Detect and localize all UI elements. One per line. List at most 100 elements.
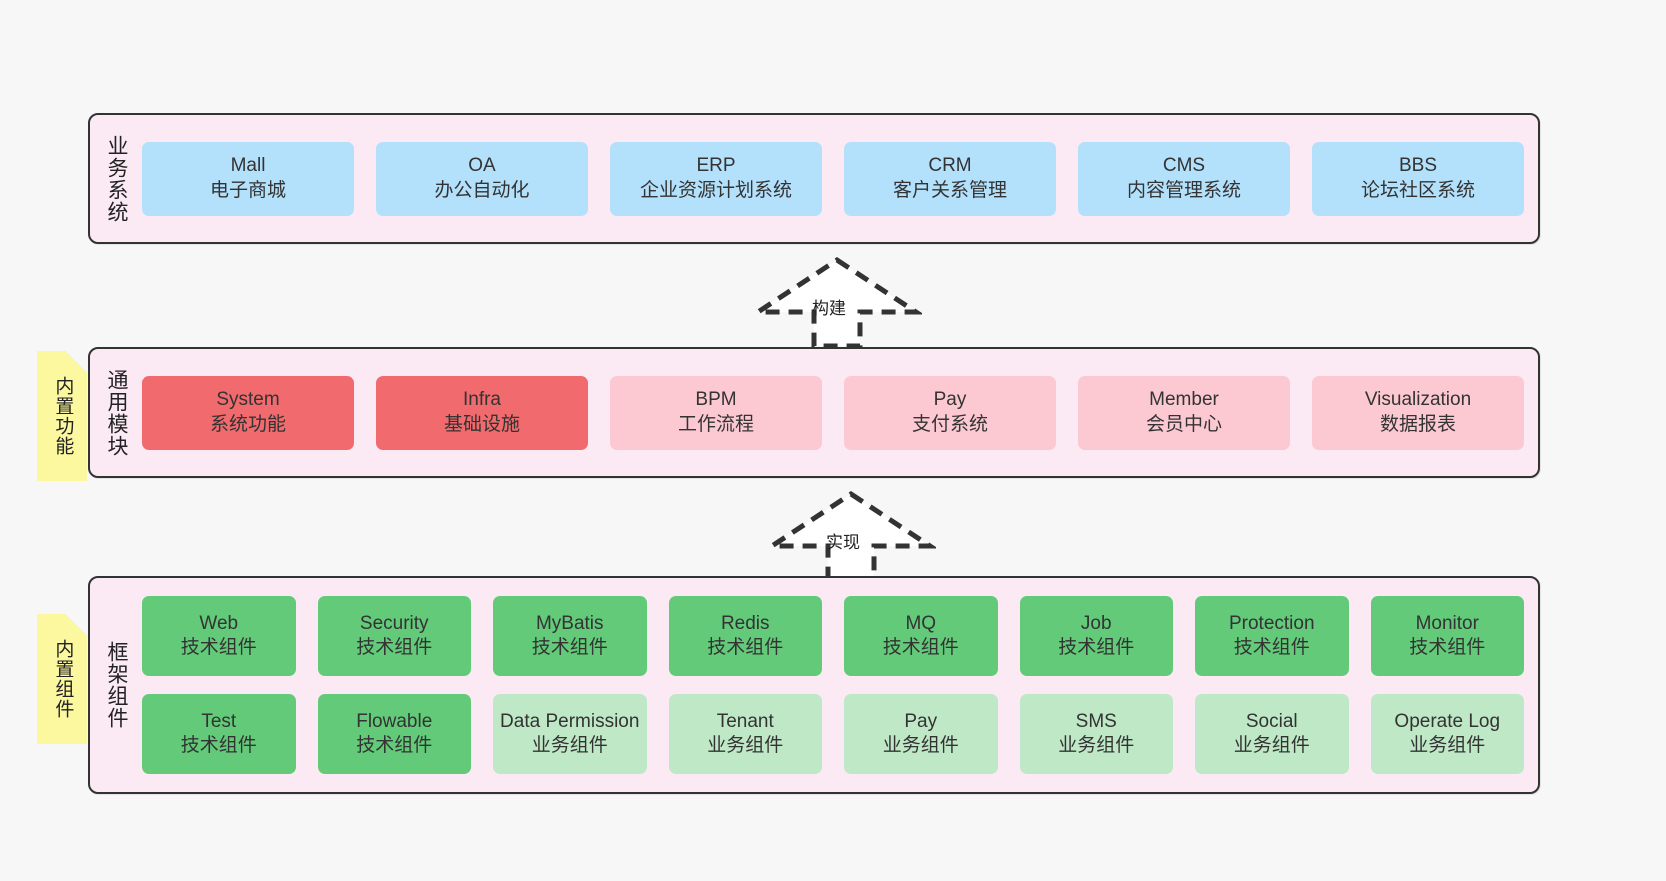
card-flowable-cn: 技术组件 (356, 735, 433, 756)
card-test-cn: 技术组件 (180, 735, 257, 756)
card-member-cn: 会员中心 (1145, 413, 1222, 435)
card-mall-cn: 电子商城 (209, 179, 286, 201)
card-sms-cn: 业务组件 (1058, 735, 1135, 756)
card-mq-cn: 技术组件 (882, 637, 959, 658)
card-tenant[interactable]: Tenant 业务组件 (668, 694, 822, 774)
layer-common-module-label: 通用模块 (104, 368, 128, 457)
card-infra-cn: 基础设施 (443, 413, 520, 435)
card-social-cn: 业务组件 (1233, 735, 1310, 756)
card-visualization[interactable]: Visualization 数据报表 (1312, 375, 1524, 450)
card-redis[interactable]: Redis 技术组件 (668, 596, 822, 676)
card-monitor[interactable]: Monitor 技术组件 (1370, 596, 1524, 676)
card-security-cn: 技术组件 (356, 637, 433, 658)
note-builtin-component: 内置组件 (37, 614, 87, 744)
card-crm-cn: 客户关系管理 (892, 179, 1007, 201)
card-member[interactable]: Member 会员中心 (1078, 375, 1290, 450)
card-system[interactable]: System 系统功能 (142, 375, 354, 450)
card-sms[interactable]: SMS 业务组件 (1019, 694, 1173, 774)
card-visualization-en: Visualization (1364, 389, 1472, 411)
card-erp-cn: 企业资源计划系统 (639, 179, 792, 201)
card-mq[interactable]: MQ 技术组件 (844, 596, 998, 676)
card-crm[interactable]: CRM 客户关系管理 (844, 141, 1056, 216)
card-test[interactable]: Test 技术组件 (142, 694, 296, 774)
framework-card-row-1: Web 技术组件 Security 技术组件 MyBatis 技术组件 Redi… (142, 596, 1524, 676)
card-oa-cn: 办公自动化 (434, 179, 530, 201)
card-pay-component-cn: 业务组件 (882, 735, 959, 756)
card-erp[interactable]: ERP 企业资源计划系统 (610, 141, 822, 216)
layer-framework-component-label: 框架组件 (104, 641, 128, 729)
card-tenant-cn: 业务组件 (707, 735, 784, 756)
card-mybatis[interactable]: MyBatis 技术组件 (493, 596, 647, 676)
card-bpm[interactable]: BPM 工作流程 (610, 375, 822, 450)
card-protection[interactable]: Protection 技术组件 (1195, 596, 1349, 676)
card-cms-cn: 内容管理系统 (1126, 179, 1241, 201)
card-cms-en: CMS (1162, 155, 1206, 177)
card-social[interactable]: Social 业务组件 (1195, 694, 1349, 774)
note-builtin-component-label: 内置组件 (52, 639, 74, 719)
card-infra-en: Infra (462, 389, 502, 411)
card-monitor-cn: 技术组件 (1409, 637, 1486, 658)
card-mall[interactable]: Mall 电子商城 (142, 141, 354, 216)
connector-build: 构建 (749, 256, 925, 349)
card-web-cn: 技术组件 (180, 637, 257, 658)
card-web-en: Web (199, 612, 239, 634)
generalization-arrow-icon (763, 491, 939, 583)
card-sms-en: SMS (1075, 710, 1117, 732)
card-protection-cn: 技术组件 (1233, 637, 1310, 658)
card-redis-en: Redis (720, 612, 770, 634)
connector-build-label: 构建 (812, 299, 846, 318)
card-infra[interactable]: Infra 基础设施 (376, 375, 588, 450)
card-data-permission-cn: 业务组件 (531, 735, 608, 756)
card-mybatis-en: MyBatis (535, 612, 604, 634)
business-card-row: Mall 电子商城 OA 办公自动化 ERP 企业资源计划系统 CRM 客户关系… (142, 141, 1524, 216)
card-pay-component[interactable]: Pay 业务组件 (844, 694, 998, 774)
card-redis-cn: 技术组件 (707, 637, 784, 658)
card-erp-en: ERP (696, 155, 736, 177)
note-builtin-function: 内置功能 (37, 351, 87, 481)
note-builtin-function-label: 内置功能 (52, 376, 74, 456)
card-bpm-cn: 工作流程 (677, 413, 754, 435)
card-test-en: Test (201, 710, 237, 732)
card-job[interactable]: Job 技术组件 (1019, 596, 1173, 676)
card-job-cn: 技术组件 (1058, 637, 1135, 658)
card-mybatis-cn: 技术组件 (531, 637, 608, 658)
connector-implement-label: 实现 (826, 533, 860, 552)
card-bpm-en: BPM (695, 389, 737, 411)
layer-business-system: 业务系统 Mall 电子商城 OA 办公自动化 ERP 企业资源计划系统 CRM… (88, 113, 1540, 244)
card-web[interactable]: Web 技术组件 (142, 596, 296, 676)
layer-business-system-body: Mall 电子商城 OA 办公自动化 ERP 企业资源计划系统 CRM 客户关系… (142, 115, 1538, 242)
card-bbs-cn: 论坛社区系统 (1360, 179, 1475, 201)
layer-business-system-label: 业务系统 (104, 134, 128, 223)
card-cms[interactable]: CMS 内容管理系统 (1078, 141, 1290, 216)
generalization-arrow-icon (749, 257, 925, 349)
card-job-en: Job (1080, 612, 1112, 634)
card-mq-en: MQ (905, 612, 937, 634)
card-oa-en: OA (468, 155, 496, 177)
card-data-permission[interactable]: Data Permission 业务组件 (493, 694, 647, 774)
card-pay-module[interactable]: Pay 支付系统 (844, 375, 1056, 450)
card-security-en: Security (359, 612, 429, 634)
card-crm-en: CRM (928, 155, 972, 177)
card-operate-log[interactable]: Operate Log 业务组件 (1370, 694, 1524, 774)
card-flowable-en: Flowable (356, 710, 433, 732)
layer-common-module: 通用模块 System 系统功能 Infra 基础设施 BPM 工作流程 Pay… (88, 347, 1540, 478)
card-system-cn: 系统功能 (209, 413, 286, 435)
card-member-en: Member (1149, 389, 1219, 411)
card-system-en: System (216, 389, 280, 411)
card-flowable[interactable]: Flowable 技术组件 (317, 694, 471, 774)
card-pay-module-cn: 支付系统 (911, 413, 988, 435)
card-tenant-en: Tenant (716, 710, 774, 732)
card-oa[interactable]: OA 办公自动化 (376, 141, 588, 216)
card-operate-log-cn: 业务组件 (1409, 735, 1486, 756)
card-social-en: Social (1245, 710, 1298, 732)
layer-common-module-body: System 系统功能 Infra 基础设施 BPM 工作流程 Pay 支付系统… (142, 349, 1538, 476)
card-data-permission-en: Data Permission (500, 710, 640, 732)
layer-framework-component-body: Web 技术组件 Security 技术组件 MyBatis 技术组件 Redi… (142, 578, 1538, 792)
card-visualization-cn: 数据报表 (1379, 413, 1456, 435)
common-card-row: System 系统功能 Infra 基础设施 BPM 工作流程 Pay 支付系统… (142, 375, 1524, 450)
card-security[interactable]: Security 技术组件 (317, 596, 471, 676)
card-protection-en: Protection (1228, 612, 1315, 634)
card-mall-en: Mall (230, 155, 266, 177)
card-bbs-en: BBS (1398, 155, 1438, 177)
card-bbs[interactable]: BBS 论坛社区系统 (1312, 141, 1524, 216)
